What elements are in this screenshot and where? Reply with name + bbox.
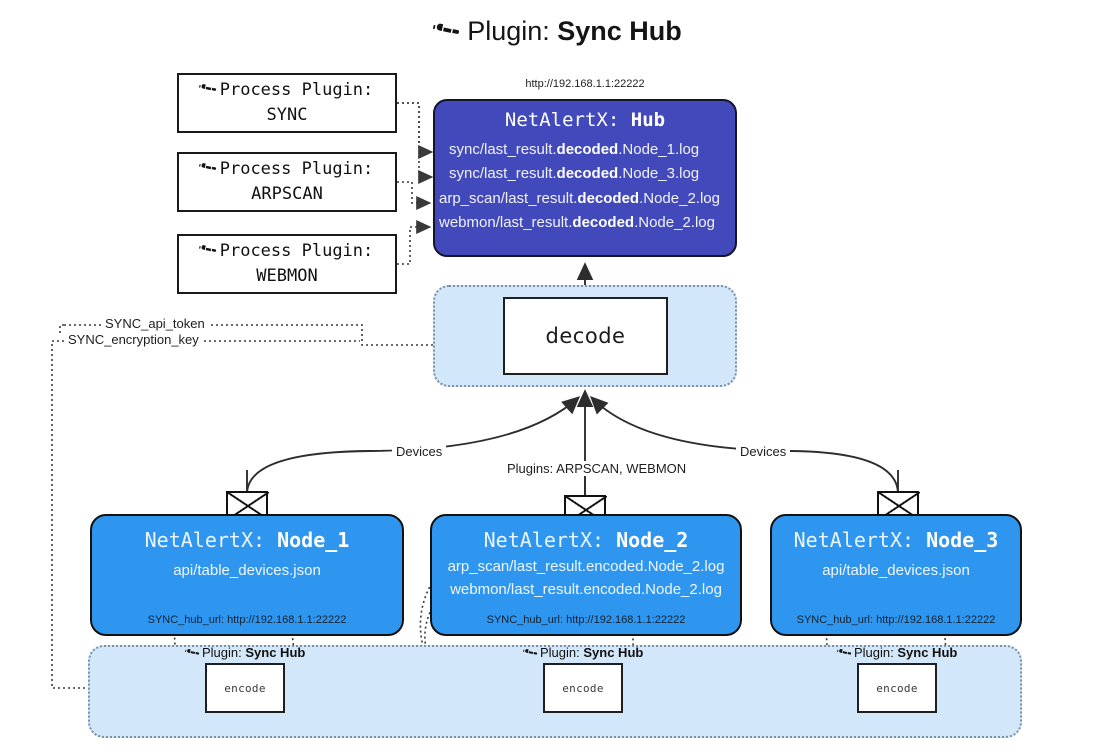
hub-url: http://192.168.1.1:22222 [525, 78, 645, 90]
process-plugin-name: SYNC [266, 105, 308, 125]
node-box-node-1[interactable]: NetAlertX: Node_1 api/table_devices.json… [90, 514, 404, 636]
process-plugin-sync[interactable]: Process Plugin: SYNC [177, 73, 397, 133]
node-file: arp_scan/last_result.encoded.Node_2.log [447, 558, 725, 575]
process-plugin-name: ARPSCAN [251, 184, 323, 204]
node-file: api/table_devices.json [173, 562, 321, 579]
encode-box-3[interactable]: encode [857, 663, 937, 713]
encode-box-2[interactable]: encode [543, 663, 623, 713]
hub-box[interactable]: NetAlertX: Hub sync/last_result.decoded.… [433, 99, 737, 257]
process-plugin-label: Process Plugin: [219, 241, 374, 262]
encoder-label-1: Plugin: Sync Hub [185, 645, 305, 662]
edge-label-devices-right: Devices [736, 444, 791, 459]
hub-title-prefix: NetAlertX: [504, 109, 631, 131]
node-box-node-3[interactable]: NetAlertX: Node_3 api/table_devices.json… [770, 514, 1022, 636]
plug-icon [196, 76, 223, 105]
page-title-name: Sync Hub [557, 16, 682, 46]
plug-icon [182, 643, 203, 665]
plug-icon [196, 155, 223, 184]
process-plugin-label: Process Plugin: [219, 80, 374, 101]
plug-icon [428, 12, 468, 54]
process-plugin-webmon[interactable]: Process Plugin: WEBMON [177, 234, 397, 294]
plug-icon [834, 643, 855, 665]
decode-box[interactable]: decode [503, 297, 668, 375]
encoder-label-3: Plugin: Sync Hub [837, 645, 957, 662]
node-title: NetAlertX: Node_3 [793, 528, 999, 552]
hub-title-name: Hub [630, 109, 666, 131]
encoder-label-2: Plugin: Sync Hub [523, 645, 643, 662]
node-title: NetAlertX: Node_1 [144, 528, 350, 552]
setting-sync-encryption-key: SYNC_encryption_key [64, 332, 203, 347]
encode-box-1[interactable]: encode [205, 663, 285, 713]
node-hub-url: SYNC_hub_url: http://192.168.1.1:22222 [486, 614, 686, 626]
node-hub-url: SYNC_hub_url: http://192.168.1.1:22222 [796, 614, 996, 626]
envelope-icon [564, 495, 607, 525]
edge-label-devices-left: Devices [392, 444, 447, 459]
node-title: NetAlertX: Node_2 [483, 528, 689, 552]
process-plugin-name: WEBMON [256, 266, 318, 286]
node-box-node-2[interactable]: NetAlertX: Node_2 arp_scan/last_result.e… [430, 514, 742, 636]
plug-icon [520, 643, 541, 665]
hub-file-2: sync/last_result.decoded.Node_3.log [449, 165, 700, 183]
plug-icon [196, 237, 223, 266]
hub-title: NetAlertX: Hub [435, 109, 735, 131]
node-file: api/table_devices.json [822, 562, 970, 579]
hub-file-1: sync/last_result.decoded.Node_1.log [449, 141, 700, 158]
process-plugin-label: Process Plugin: [219, 159, 374, 180]
hub-file-4: webmon/last_result.decoded.Node_2.log [439, 213, 715, 231]
hub-file-3: arp_scan/last_result.decoded.Node_2.log [439, 189, 720, 207]
process-plugin-arpscan[interactable]: Process Plugin: ARPSCAN [177, 152, 397, 212]
page-title: Plugin: Sync Hub [0, 16, 1117, 49]
page-title-prefix: Plugin: [467, 16, 558, 46]
edge-label-plugins: Plugins: ARPSCAN, WEBMON [503, 461, 691, 476]
node-file: webmon/last_result.encoded.Node_2.log [450, 581, 722, 598]
setting-sync-api-token: SYNC_api_token [101, 316, 209, 331]
node-hub-url: SYNC_hub_url: http://192.168.1.1:22222 [147, 614, 347, 626]
